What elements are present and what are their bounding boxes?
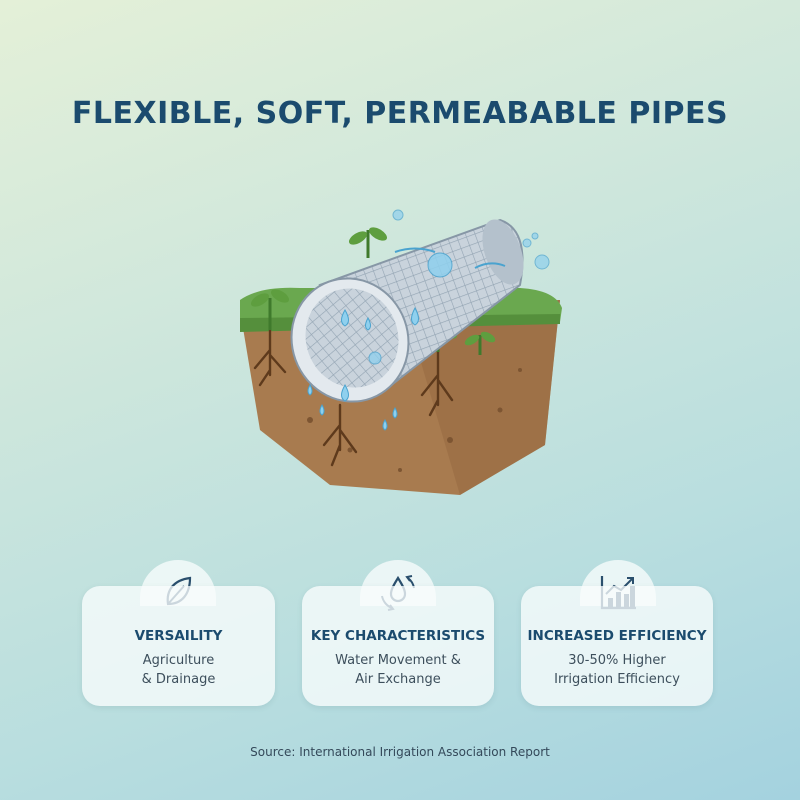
seedling-top xyxy=(348,227,388,258)
card-versatility: VERSAILITY Agriculture & Drainage xyxy=(82,586,275,706)
card-efficiency: INCREASED EFFICIENCY 30-50% Higher Irrig… xyxy=(521,586,713,706)
pipe-illustration xyxy=(240,209,562,495)
card-title: INCREASED EFFICIENCY xyxy=(527,628,707,644)
seedling-left xyxy=(250,289,290,330)
card-text: Air Exchange xyxy=(355,672,441,687)
card-title: KEY CHARACTERISTICS xyxy=(310,628,486,644)
card-text: Agriculture xyxy=(142,653,215,668)
card-text: & Drainage xyxy=(141,672,216,687)
source-citation: Source: International Irrigation Associa… xyxy=(250,745,550,759)
card-text: Irrigation Efficiency xyxy=(554,672,680,687)
card-title: VERSAILITY xyxy=(134,628,223,644)
page-title: FLEXIBLE, SOFT, PERMEABABLE PIPES xyxy=(71,96,729,131)
card-text: Water Movement & xyxy=(335,653,461,668)
water-drops xyxy=(307,209,550,431)
card-text: 30-50% Higher xyxy=(568,653,666,668)
card-characteristics: KEY CHARACTERISTICS Water Movement & Air… xyxy=(302,586,494,706)
